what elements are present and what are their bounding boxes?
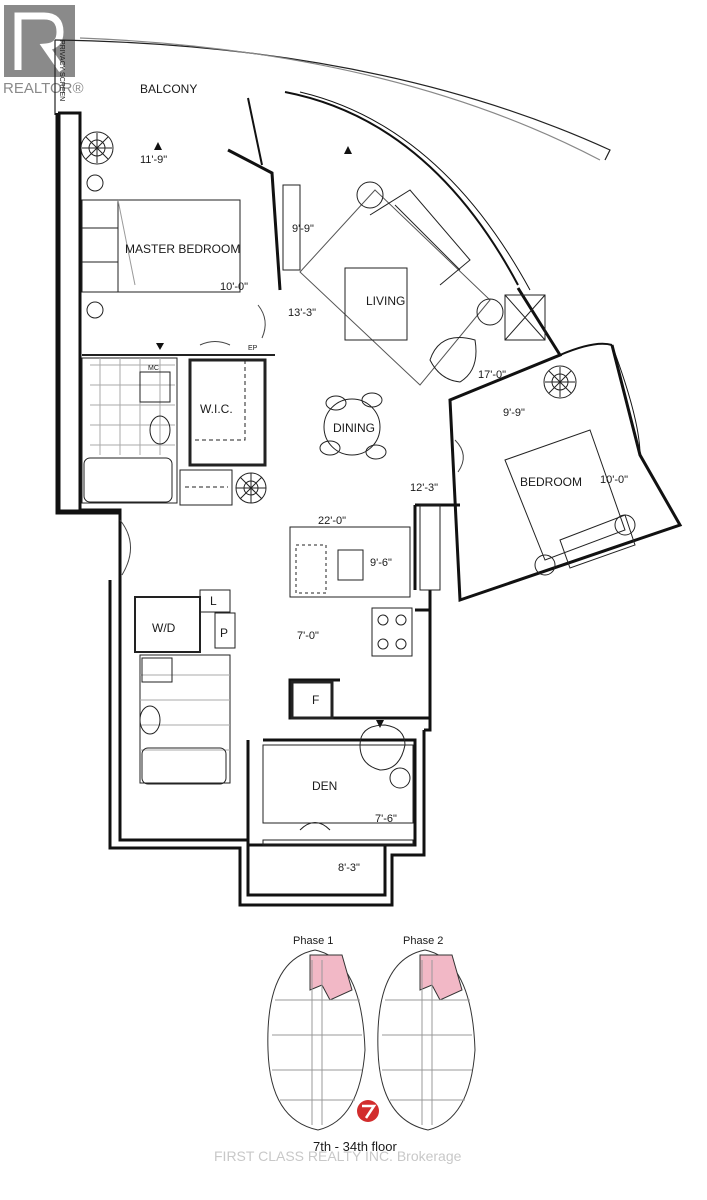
wd-label: W/D <box>152 621 176 635</box>
fridge-label: F <box>312 693 319 707</box>
realtor-r-icon <box>14 12 65 72</box>
lamp-icon <box>614 514 636 536</box>
highlighted-unit <box>419 954 463 1001</box>
phase2-label: Phase 2 <box>403 935 443 947</box>
living-label: LIVING <box>366 294 405 308</box>
bedroom-hall-dim: 12'-3" <box>410 482 438 494</box>
wic-label: W.I.C. <box>200 402 233 416</box>
balcony-label: BALCONY <box>140 82 197 96</box>
arrow-icon <box>344 146 352 154</box>
mc-label: MC <box>148 365 159 372</box>
pantry-label: P <box>220 626 228 640</box>
kitchen-width-dim: 9'-6" <box>370 557 392 569</box>
den <box>262 724 414 846</box>
toilet-icon <box>149 415 171 445</box>
lamp-icon <box>534 554 556 576</box>
plant-icon <box>235 472 267 504</box>
dining-table <box>323 398 381 456</box>
toilet-icon <box>139 705 161 735</box>
kitchen-length-dim: 22'-0" <box>318 515 346 527</box>
lamp-icon <box>86 174 104 192</box>
key-plan-phase1 <box>267 949 366 1131</box>
den-label: DEN <box>312 779 337 793</box>
master-depth-dim: 10'-0" <box>220 281 248 293</box>
cooktop-icon <box>371 607 413 657</box>
master-ensuite <box>81 357 267 506</box>
laundry-bath <box>134 589 236 785</box>
den-width-dim: 7'-6" <box>375 813 397 825</box>
sink-icon <box>337 549 364 581</box>
chair-icon <box>359 724 406 771</box>
kitchen <box>289 526 413 720</box>
foyer-dim: 7'-0" <box>297 630 319 642</box>
phase1-label: Phase 1 <box>293 935 333 947</box>
plant-icon <box>80 131 114 165</box>
lamp-icon <box>476 298 504 326</box>
living-length-dim: 17'-0" <box>478 369 506 381</box>
exterior-walls <box>55 91 683 907</box>
master-bedroom-label: MASTER BEDROOM <box>125 242 240 256</box>
ep-label: EP <box>248 345 258 352</box>
door-swings <box>119 304 464 576</box>
master-width-dim: 11'-9" <box>140 154 167 166</box>
realtor-logo-text: REALTOR® <box>3 80 84 97</box>
bedroom-2 <box>419 429 636 591</box>
brokerage-watermark: FIRST CLASS REALTY INC. Brokerage <box>214 1148 462 1164</box>
linen-label: L <box>210 594 217 608</box>
living-width-dim: 9'-9" <box>292 223 314 235</box>
arrow-icon <box>154 142 162 150</box>
key-plan-phase2 <box>377 949 476 1131</box>
highlighted-unit <box>309 954 353 1001</box>
lamp-icon <box>356 181 384 209</box>
arrow-icon <box>376 720 384 728</box>
bedroom-width-dim: 9'-9" <box>503 407 525 419</box>
bedroom-depth-dim: 10'-0" <box>600 474 628 486</box>
master-bedroom <box>81 174 275 356</box>
lamp-icon <box>86 301 104 319</box>
dining-label: DINING <box>333 421 375 435</box>
armchair-icon <box>429 337 477 383</box>
plant-icon <box>543 365 577 399</box>
balcony <box>54 37 611 161</box>
realtor-logo[interactable]: REALTOR® <box>3 5 84 97</box>
floor-range-label: 7th - 34th floor <box>313 1139 397 1154</box>
den-depth-dim: 8'-3" <box>338 862 360 874</box>
living-room <box>282 181 546 460</box>
bedroom-label: BEDROOM <box>520 475 582 489</box>
arrow-icon <box>156 343 164 350</box>
privacy-screen-label: PRIVACY SCREEN <box>58 40 65 101</box>
master-hall-dim: 13'-3" <box>288 307 316 319</box>
north-arrow-icon <box>357 1100 379 1122</box>
